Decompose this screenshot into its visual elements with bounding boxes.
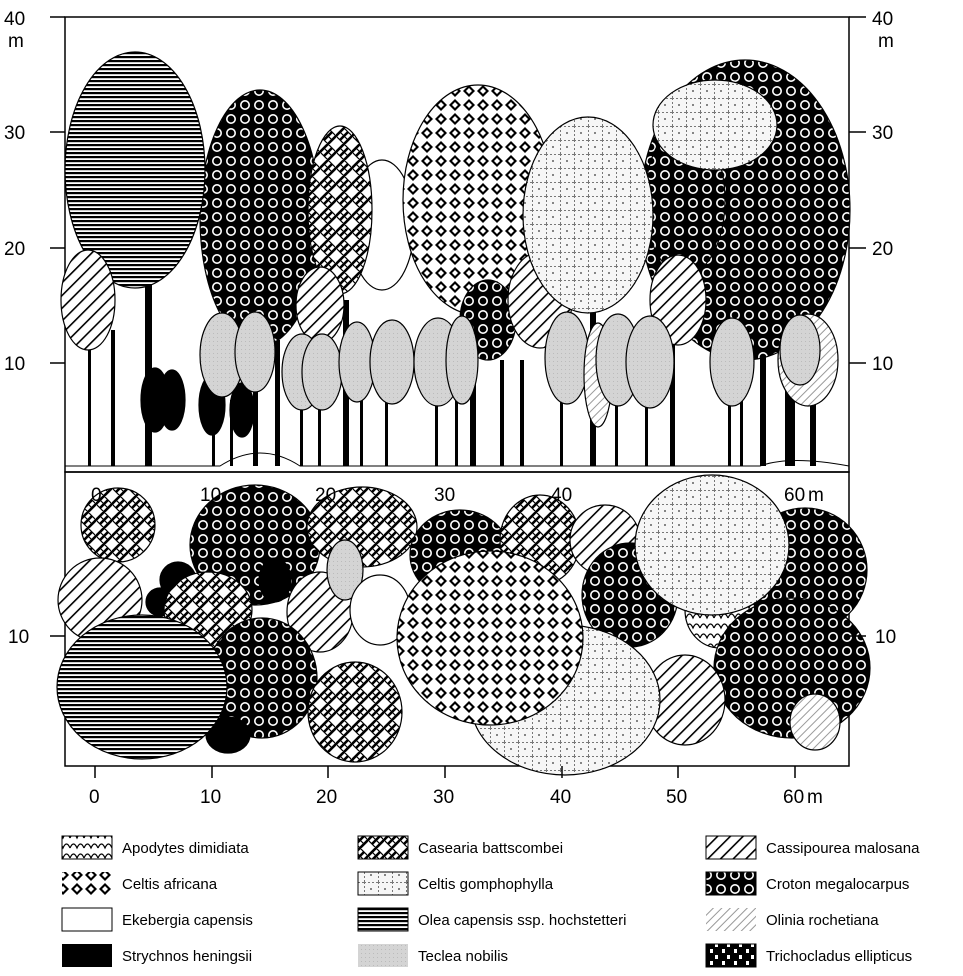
ekebergia-swatch-icon: [61, 907, 113, 932]
olea-swatch-icon: [357, 907, 409, 932]
y-tick-10-left: 10: [4, 354, 25, 375]
legend-label: Olinia rochetiana: [766, 912, 879, 929]
profile-view: [60, 51, 851, 467]
legend-label: Ekebergia capensis: [122, 912, 253, 929]
plan-view: [56, 474, 871, 776]
legend-label: Cassipourea malosana: [766, 840, 920, 857]
legend-label: Celtis gomphophylla: [418, 876, 554, 893]
x-tick-top-40: 40: [551, 485, 572, 506]
legend-item-cassipourea: Cassipourea malosana: [705, 835, 920, 860]
legend-label: Trichocladus ellipticus: [766, 948, 912, 965]
legend-item-casearia: Casearia battscombei: [357, 835, 563, 860]
plan-y-axis: 10 10: [8, 627, 896, 648]
y-tick-20-right: 20: [872, 239, 893, 260]
legend-item-teclea: Teclea nobilis: [358, 944, 508, 967]
x-tick-top-60: 60: [784, 485, 805, 506]
y-tick-20-left: 20: [4, 239, 25, 260]
legend-label: Apodytes dimidiata: [122, 840, 249, 857]
celtis-gomphophylla-swatch-icon: [357, 871, 409, 896]
celtis-africana-swatch-icon: [62, 872, 112, 895]
y-unit-left: m: [8, 31, 24, 52]
x-unit-bottom: m: [807, 787, 823, 808]
x-tick-bottom-10: 10: [200, 787, 221, 808]
legend-item-celtis-gomphophylla: Celtis gomphophylla: [357, 871, 554, 896]
legend-item-trichocladus: Trichocladus ellipticus: [705, 943, 912, 968]
x-tick-top-10: 10: [200, 485, 221, 506]
y-tick-30-right: 30: [872, 123, 893, 144]
x-tick-bottom-50: 50: [666, 787, 687, 808]
y-tick-40-left: 40: [4, 9, 25, 30]
legend-item-apodytes: Apodytes dimidiata: [61, 835, 249, 860]
x-tick-top-0: 0: [91, 485, 102, 506]
legend-label: Teclea nobilis: [418, 948, 508, 965]
legend-item-celtis-africana: Celtis africana: [62, 872, 218, 895]
plan-x-axis-top: 0 10 20 30 40 60 m: [91, 485, 824, 506]
x-tick-bottom-40: 40: [550, 787, 571, 808]
x-tick-bottom-60: 60: [783, 787, 804, 808]
strychnos-swatch-icon: [62, 944, 112, 967]
casearia-swatch-icon: [357, 835, 409, 860]
profile-y-axis-right: 40 m 30 20 10: [849, 9, 894, 375]
plan-y-tick-10-right: 10: [875, 627, 896, 648]
trichocladus-swatch-icon: [705, 943, 757, 968]
croton-swatch-icon: [705, 871, 757, 896]
y-unit-right: m: [878, 31, 894, 52]
plan-x-axis-bottom: 0 10 20 30 40 50 60 m: [89, 766, 823, 808]
cassipourea-swatch-icon: [705, 835, 757, 860]
x-unit-top: m: [808, 485, 824, 506]
y-tick-10-right: 10: [872, 354, 893, 375]
y-tick-30-left: 30: [4, 123, 25, 144]
profile-y-axis-left: 40 m 30 20 10: [4, 9, 65, 375]
legend-item-ekebergia: Ekebergia capensis: [61, 907, 253, 932]
apodytes-swatch-icon: [61, 835, 113, 860]
legend-item-olea: Olea capensis ssp. hochstetteri: [357, 907, 626, 932]
x-tick-top-20: 20: [315, 485, 336, 506]
plan-y-tick-10-left: 10: [8, 627, 29, 648]
legend-label: Olea capensis ssp. hochstetteri: [418, 912, 626, 929]
legend-label: Celtis africana: [122, 876, 218, 893]
legend-label: Casearia battscombei: [418, 840, 563, 857]
legend-item-strychnos: Strychnos heningsii: [62, 944, 252, 967]
x-tick-top-30: 30: [434, 485, 455, 506]
x-tick-bottom-20: 20: [316, 787, 337, 808]
olinia-swatch-icon: [706, 908, 756, 931]
legend-label: Croton megalocarpus: [766, 876, 909, 893]
y-tick-40-right: 40: [872, 9, 893, 30]
teclea-swatch-icon: [358, 944, 408, 967]
x-tick-bottom-0: 0: [89, 787, 100, 808]
x-tick-bottom-30: 30: [433, 787, 454, 808]
legend-item-croton: Croton megalocarpus: [705, 871, 909, 896]
legend: Apodytes dimidiata Celtis africana Ekebe…: [61, 835, 920, 968]
legend-item-olinia: Olinia rochetiana: [706, 908, 879, 931]
legend-label: Strychnos heningsii: [122, 948, 252, 965]
